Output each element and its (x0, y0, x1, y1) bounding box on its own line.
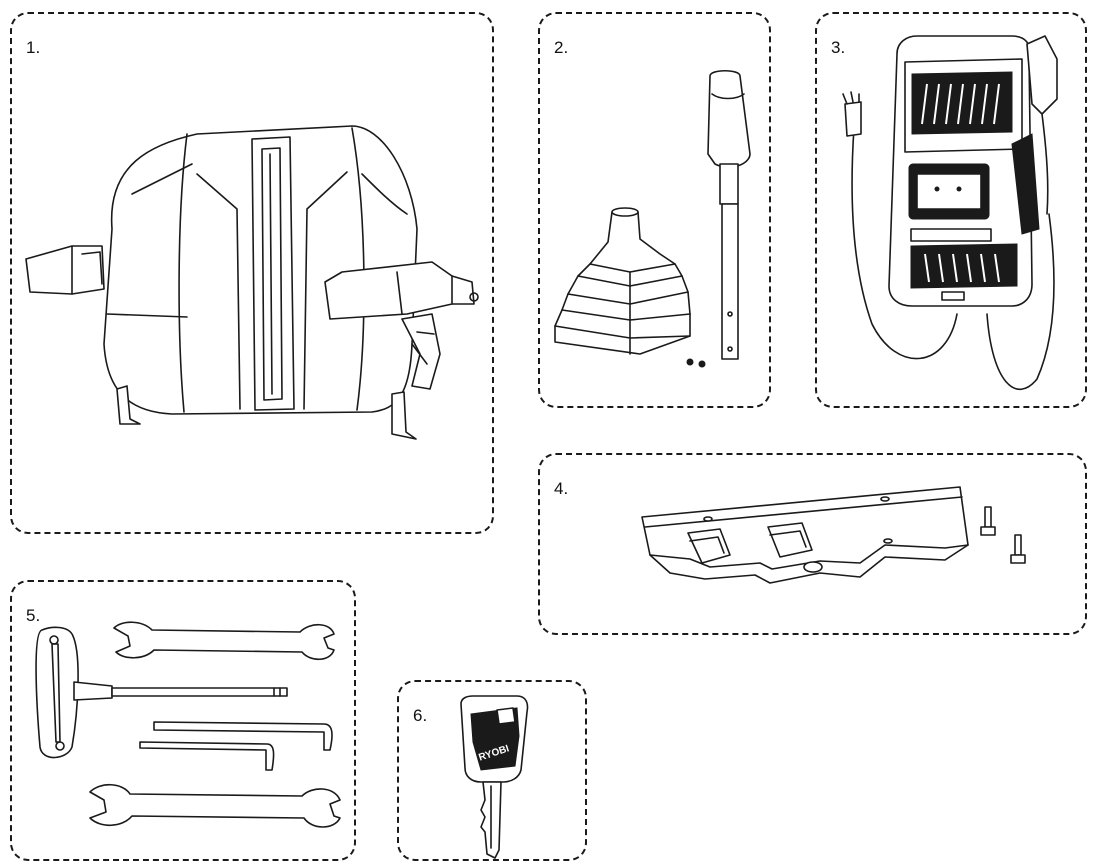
part-number-1: 1. (26, 38, 41, 57)
part-panel-3: 3. (815, 12, 1087, 408)
battery-charger-icon (817, 14, 1089, 410)
part-panel-5: 5. (10, 580, 356, 861)
part-panel-2: 2. (538, 12, 771, 408)
ignition-key-icon: RYOBI (399, 682, 589, 863)
hose-reel-unit-icon (12, 14, 496, 536)
tool-set-icon (12, 582, 358, 863)
mounting-bracket-icon (540, 455, 1089, 637)
part-number-4: 4. (554, 479, 569, 498)
part-number-2: 2. (554, 38, 569, 57)
part-number-6: 6. (413, 706, 428, 725)
part-number-3: 3. (831, 38, 846, 57)
part-panel-4: 4. (538, 453, 1087, 635)
part-panel-1: 1. (10, 12, 494, 534)
part-panel-6: 6. RYOBI (397, 680, 587, 861)
handle-and-boot-icon (540, 14, 773, 410)
part-number-5: 5. (26, 606, 41, 625)
